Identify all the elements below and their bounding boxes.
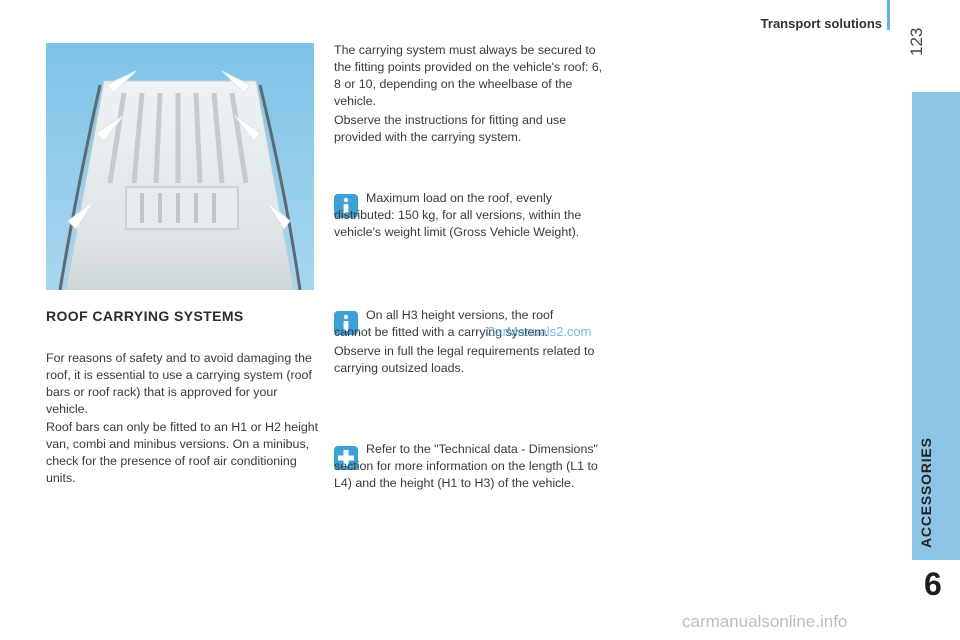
info-icon bbox=[334, 311, 358, 335]
plus-icon bbox=[334, 446, 358, 470]
chapter-label: ACCESSORIES bbox=[918, 437, 934, 548]
page-number: 123 bbox=[907, 27, 926, 56]
info-note-h3: On all H3 height versions, the roof cann… bbox=[334, 308, 554, 339]
reference-note: Refer to the "Technical data - Dimension… bbox=[334, 442, 598, 490]
left-paragraph-2: Roof bars can only be fitted to an H1 or… bbox=[46, 420, 319, 485]
footer-watermark: carmanualsonline.info bbox=[682, 612, 848, 631]
right-paragraph-2: Observe the instructions for fitting and… bbox=[334, 113, 567, 144]
watermark-overlay: CarManuals2.com bbox=[486, 324, 592, 339]
roof-photo bbox=[46, 43, 314, 290]
chapter-number: 6 bbox=[924, 566, 942, 602]
chapter-tab bbox=[912, 92, 960, 560]
header-accent-bar bbox=[887, 0, 890, 30]
right-paragraph-1: The carrying system must always be secur… bbox=[334, 43, 603, 108]
section-heading: ROOF CARRYING SYSTEMS bbox=[46, 308, 244, 324]
info-note-max-load: Maximum load on the roof, evenly distrib… bbox=[334, 191, 582, 239]
running-header: Transport solutions bbox=[760, 16, 882, 31]
info-icon bbox=[334, 194, 358, 218]
left-paragraph-1: For reasons of safety and to avoid damag… bbox=[46, 351, 312, 416]
right-paragraph-3: Observe in full the legal requirements r… bbox=[334, 344, 595, 375]
